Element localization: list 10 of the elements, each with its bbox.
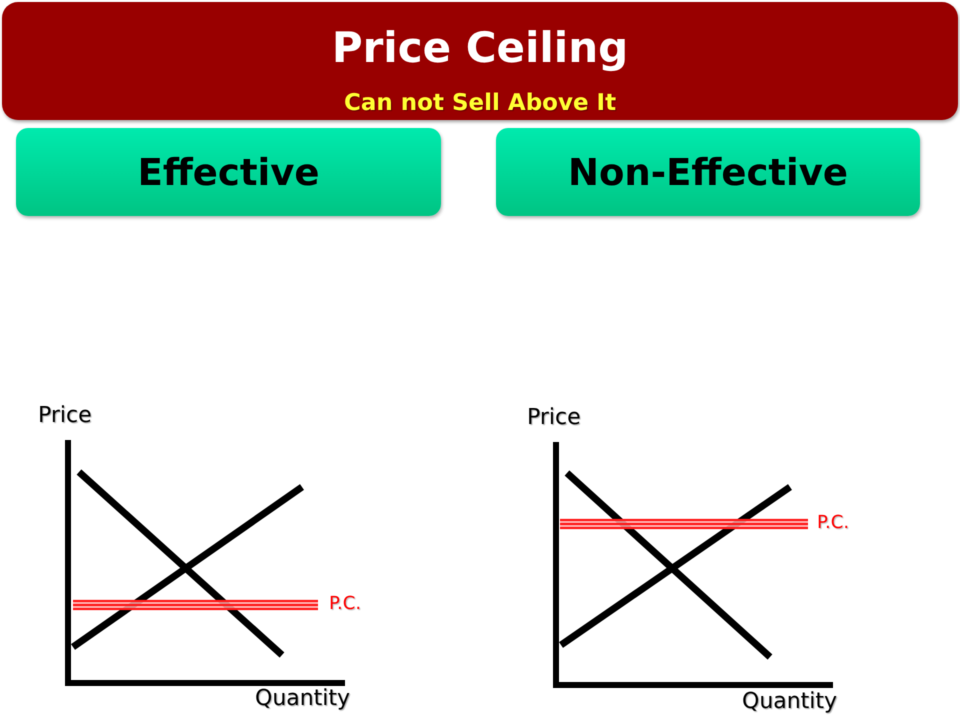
slide-title: Price Ceiling — [332, 23, 628, 72]
axis-label: Price — [527, 407, 581, 429]
heading-panel: Non-Effective — [496, 128, 920, 216]
price-ceiling-label: P.C. — [817, 514, 850, 532]
axis-label: Quantity — [742, 691, 838, 713]
price-ceiling-label: P.C. — [329, 595, 362, 613]
heading-panel: Effective — [16, 128, 441, 216]
subtitle-text: Can not Sell Above It — [344, 92, 616, 115]
axis-label: Price — [38, 405, 92, 427]
axis-label: Quantity — [255, 688, 350, 710]
